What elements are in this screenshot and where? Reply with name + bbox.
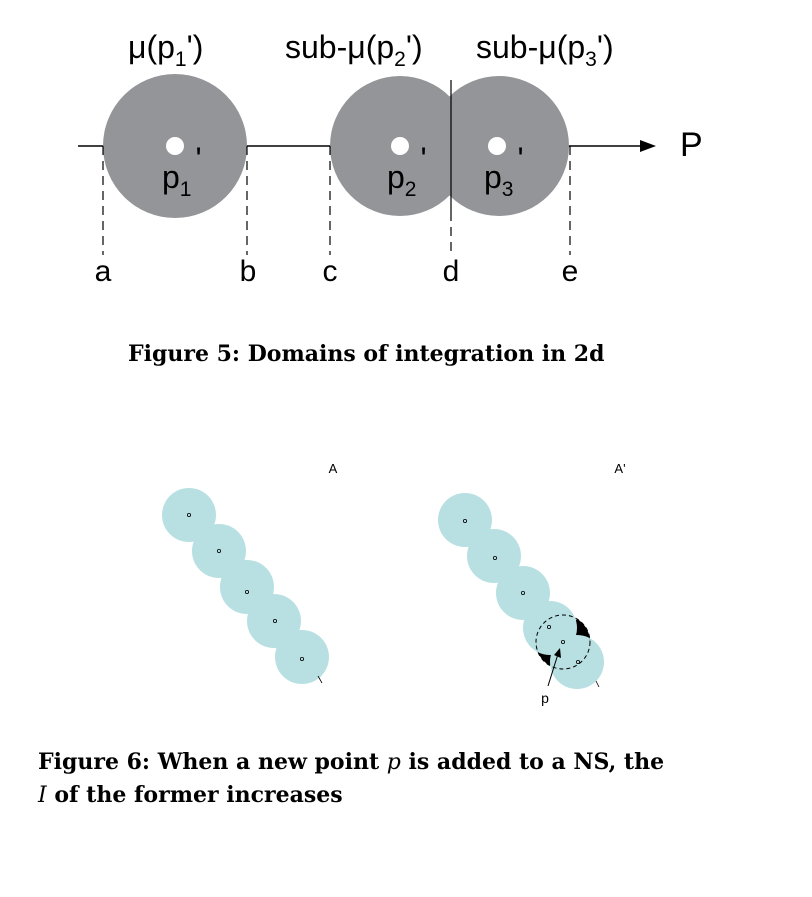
label-sub-mu-p3: sub-μ(p3') [476,29,614,71]
panel-a-prime: p A' [438,461,626,706]
label-p2-prime: p2' [387,141,427,201]
point-p1 [166,137,184,155]
point-a-4 [272,619,277,624]
point-a-5 [299,657,304,662]
arrow-head-p [554,648,561,658]
tick-label-b: b [240,255,257,288]
point-ap-1 [462,519,467,524]
axis-arrowhead [640,140,656,152]
label-mu-p1: μ(p1') [128,29,203,71]
tick-label-d: d [443,255,460,288]
panel-label-a-prime: A' [614,461,625,476]
point-a-2 [216,549,221,554]
disk-ap-2 [467,529,521,583]
point-p-new [561,640,566,645]
label-p3-prime: p3' [484,141,524,201]
label-sub-mu-p2: sub-μ(p2') [285,29,423,71]
arrow-to-p [547,653,559,687]
figure-5-diagram: μ(p1') sub-μ(p2') sub-μ(p3') p1' p2' p3'… [78,29,703,288]
tick-label-a: a [95,255,112,288]
tick-mark-ap [595,680,600,688]
tick-label-c: c [323,255,338,288]
disk-a-1 [162,488,216,542]
figure-5-caption: Figure 5: Domains of integration in 2d [128,341,605,367]
caption-text: of the former increases [46,782,343,808]
axis-label-p: P [680,126,703,164]
caption-var-p: p [386,750,401,775]
panel-a: A [162,461,338,684]
point-a-1 [186,513,191,518]
caption-var-i: I [38,783,47,808]
tick-mark-a [317,675,323,684]
point-ap-2 [492,556,497,561]
tick-label-e: e [562,255,579,288]
caption-text: is added to a NS, the [400,749,665,775]
new-point-disk-dashed [535,614,591,670]
point-a-3 [244,590,249,595]
figure-6-caption: Figure 6: When a new point p is added to… [38,746,664,812]
point-ap-5 [576,660,581,665]
caption-text: Figure 6: When a new point [38,749,387,775]
figure-6-caption-line-2: I of the former increases [38,779,664,812]
point-p2 [391,137,409,155]
label-new-point-p: p [541,690,549,706]
panel-label-a: A [329,461,338,476]
figure-6-caption-line-1: Figure 6: When a new point p is added to… [38,746,664,779]
disk-ap-1 [438,493,492,547]
point-p3 [488,137,506,155]
label-p1-prime: p1' [162,141,202,201]
point-ap-4 [547,625,552,630]
point-ap-3 [521,591,526,596]
